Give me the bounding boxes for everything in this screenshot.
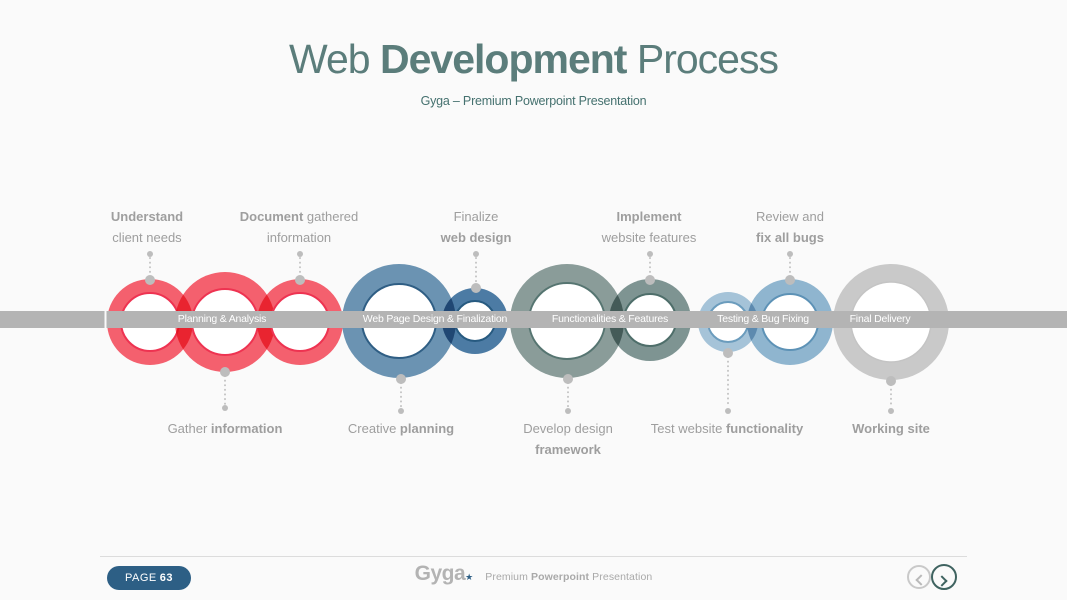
footer-divider <box>100 556 967 557</box>
callout-test-website-functionality: Test website functionality <box>650 421 804 436</box>
connector-dot-small <box>647 251 653 257</box>
brand-tagline: Premium Powerpoint Presentation <box>485 571 653 583</box>
stage-label-design: Web Page Design & Finalization <box>362 313 508 325</box>
star-icon: ★ <box>465 572 474 582</box>
connector-dot-large <box>471 283 481 293</box>
connector-dot-large <box>145 275 155 285</box>
brand-logo: Gyga★ Premium Powerpoint Presentation <box>0 562 1067 586</box>
stage-label-planning: Planning & Analysis <box>177 313 267 325</box>
connector-dot-large <box>785 275 795 285</box>
timeline-band-left-segment <box>0 311 105 328</box>
next-button[interactable] <box>931 564 957 590</box>
page-badge-label: PAGE <box>124 572 157 584</box>
timeline-band-main <box>106 311 1067 328</box>
chevron-left-icon <box>915 574 927 586</box>
title-text-bold: Development <box>380 36 627 82</box>
connector-dot-large <box>723 348 733 358</box>
title-text-light: Web <box>289 36 380 82</box>
prev-button[interactable] <box>907 565 931 589</box>
stage-label-functionalities: Functionalities & Features <box>551 313 669 325</box>
connectors <box>149 257 892 408</box>
connector-dot-large <box>295 275 305 285</box>
connector-dot-small <box>297 251 303 257</box>
connector-dot-large <box>396 374 406 384</box>
page-title: Web Development Process <box>0 36 1067 83</box>
connector-dots <box>145 251 896 414</box>
connector-dot-small <box>147 251 153 257</box>
callout-working-site: Working site <box>852 421 930 436</box>
callout-creative-planning: Creative planning <box>347 421 455 436</box>
connector-dot-large <box>220 367 230 377</box>
connector-dot-small <box>398 408 404 414</box>
connector-dot-small <box>565 408 571 414</box>
connector-dot-large <box>645 275 655 285</box>
page-badge-number: 63 <box>159 572 173 584</box>
title-text-light2: Process <box>626 36 779 82</box>
connector-dot-small <box>473 251 479 257</box>
connector-dot-small <box>787 251 793 257</box>
callout-gather-information: Gather information <box>167 421 283 436</box>
connector-dot-large <box>886 376 896 386</box>
connector-dot-small <box>725 408 731 414</box>
connector-dot-small <box>888 408 894 414</box>
connector-dot-large <box>563 374 573 384</box>
chevron-right-icon <box>936 574 948 587</box>
stage-label-final: Final Delivery <box>849 313 911 325</box>
brand-name: Gyga <box>414 562 466 585</box>
connector-dot-small <box>222 405 228 411</box>
page-subtitle: Gyga – Premium Powerpoint Presentation <box>420 94 647 108</box>
stage-label-testing: Testing & Bug Fixing <box>717 313 809 325</box>
